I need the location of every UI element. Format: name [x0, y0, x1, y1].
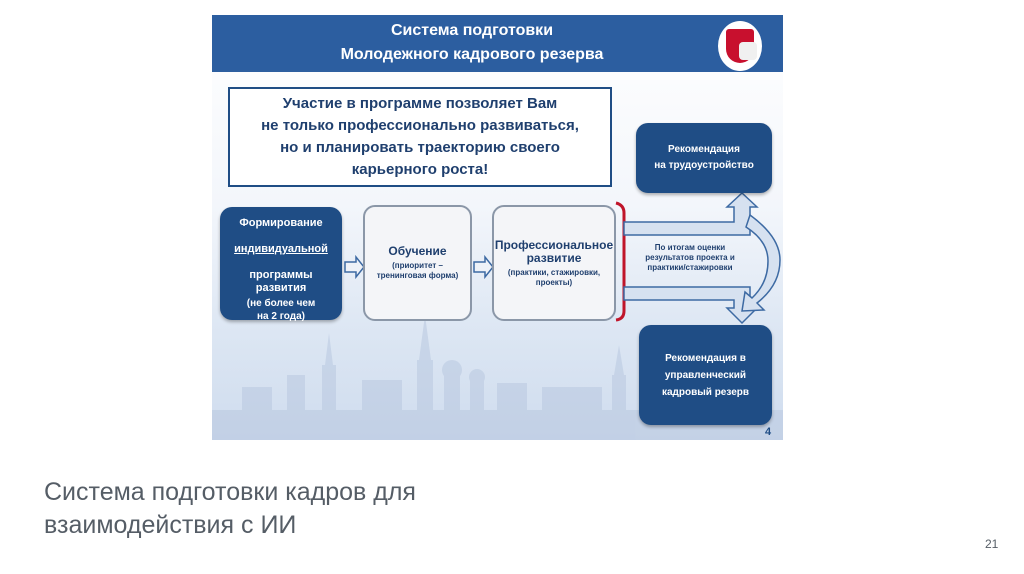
curved-arrow-right: [741, 213, 781, 312]
evaluation-note: По итогам оценки результатов проекта и п…: [645, 243, 735, 272]
moscow-coat-of-arms-icon: [718, 21, 762, 71]
step1-note: (не более чем на 2 года): [246, 298, 316, 322]
step-professional-development: Профессиональное развитие (практики, ста…: [492, 205, 616, 321]
slide-number: 4: [765, 426, 772, 438]
step3-note: (практики, стажировки, проекты): [507, 267, 601, 287]
arrow-step1-to-step2: [344, 254, 365, 280]
flow-connectors: [344, 191, 781, 325]
outcome1-label: Рекомендация на трудоустройство: [654, 144, 754, 171]
step1-line3: программы развития: [249, 269, 313, 294]
slide-title: Система подготовки Молодежного кадрового…: [340, 22, 604, 63]
step2-note: (приоритет – тренинговая форма): [376, 261, 459, 280]
step1-underlined: индивидуальной: [234, 243, 328, 255]
intro-statement: Участие в программе позволяет Вам не тол…: [228, 87, 612, 187]
outcome-employment: Рекомендация на трудоустройство: [636, 123, 772, 193]
step-individual-program: Формирование индивидуальной программы ра…: [220, 207, 342, 322]
step3-title: Профессиональное развитие: [494, 237, 614, 265]
slide-image: Система подготовки Молодежного кадрового…: [212, 15, 783, 440]
result-bracket: [615, 201, 626, 322]
caption: Система подготовки кадров для взаимодейс…: [44, 478, 416, 539]
arrow-step2-to-step3: [473, 254, 494, 280]
page-number: 21: [985, 537, 999, 551]
arrow-to-reserve: [623, 286, 759, 325]
arrow-to-employment: [623, 191, 759, 236]
step1-line1: Формирование: [239, 217, 323, 229]
step-training: Обучение (приоритет – тренинговая форма): [363, 205, 472, 321]
outcome-management-reserve: Рекомендация в управленческий кадровый р…: [639, 325, 772, 425]
step2-title: Обучение: [388, 244, 447, 258]
slide-header: Система подготовки Молодежного кадрового…: [212, 15, 783, 72]
outcome2-label: Рекомендация в управленческий кадровый р…: [661, 352, 750, 398]
